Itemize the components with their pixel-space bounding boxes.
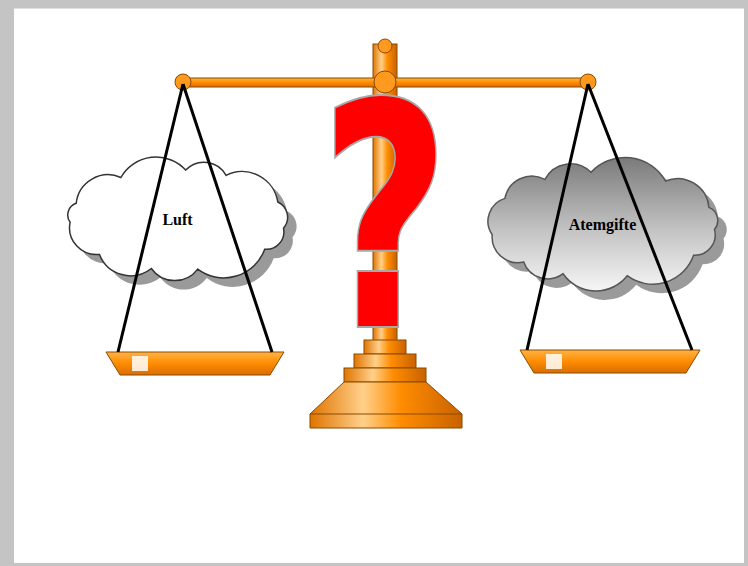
cloud-node: Luft [50, 150, 305, 290]
pan-string [527, 84, 588, 350]
pivot-ball [580, 74, 596, 90]
cloud-outline [488, 157, 718, 290]
pan-highlight [132, 356, 148, 371]
cloud-label: Luft [162, 211, 192, 229]
scale-pan [106, 352, 284, 375]
scale-foot [310, 382, 462, 428]
cloud-outline [68, 157, 288, 281]
cloud-content: Atemgifte [470, 152, 735, 297]
pan-highlight [546, 354, 562, 369]
cloud-label: Atemgifte [569, 216, 637, 234]
pivot-ball [175, 74, 191, 90]
post-knob [378, 39, 392, 53]
scale-foot-edge [310, 414, 462, 415]
scale-pan [520, 350, 700, 373]
cloud-content: Luft [50, 150, 305, 290]
pan-string [588, 84, 692, 350]
question-mark: ? [313, 64, 457, 374]
pan-string [183, 84, 272, 352]
pan-string [118, 84, 183, 352]
cloud-node: Atemgifte [470, 152, 735, 297]
